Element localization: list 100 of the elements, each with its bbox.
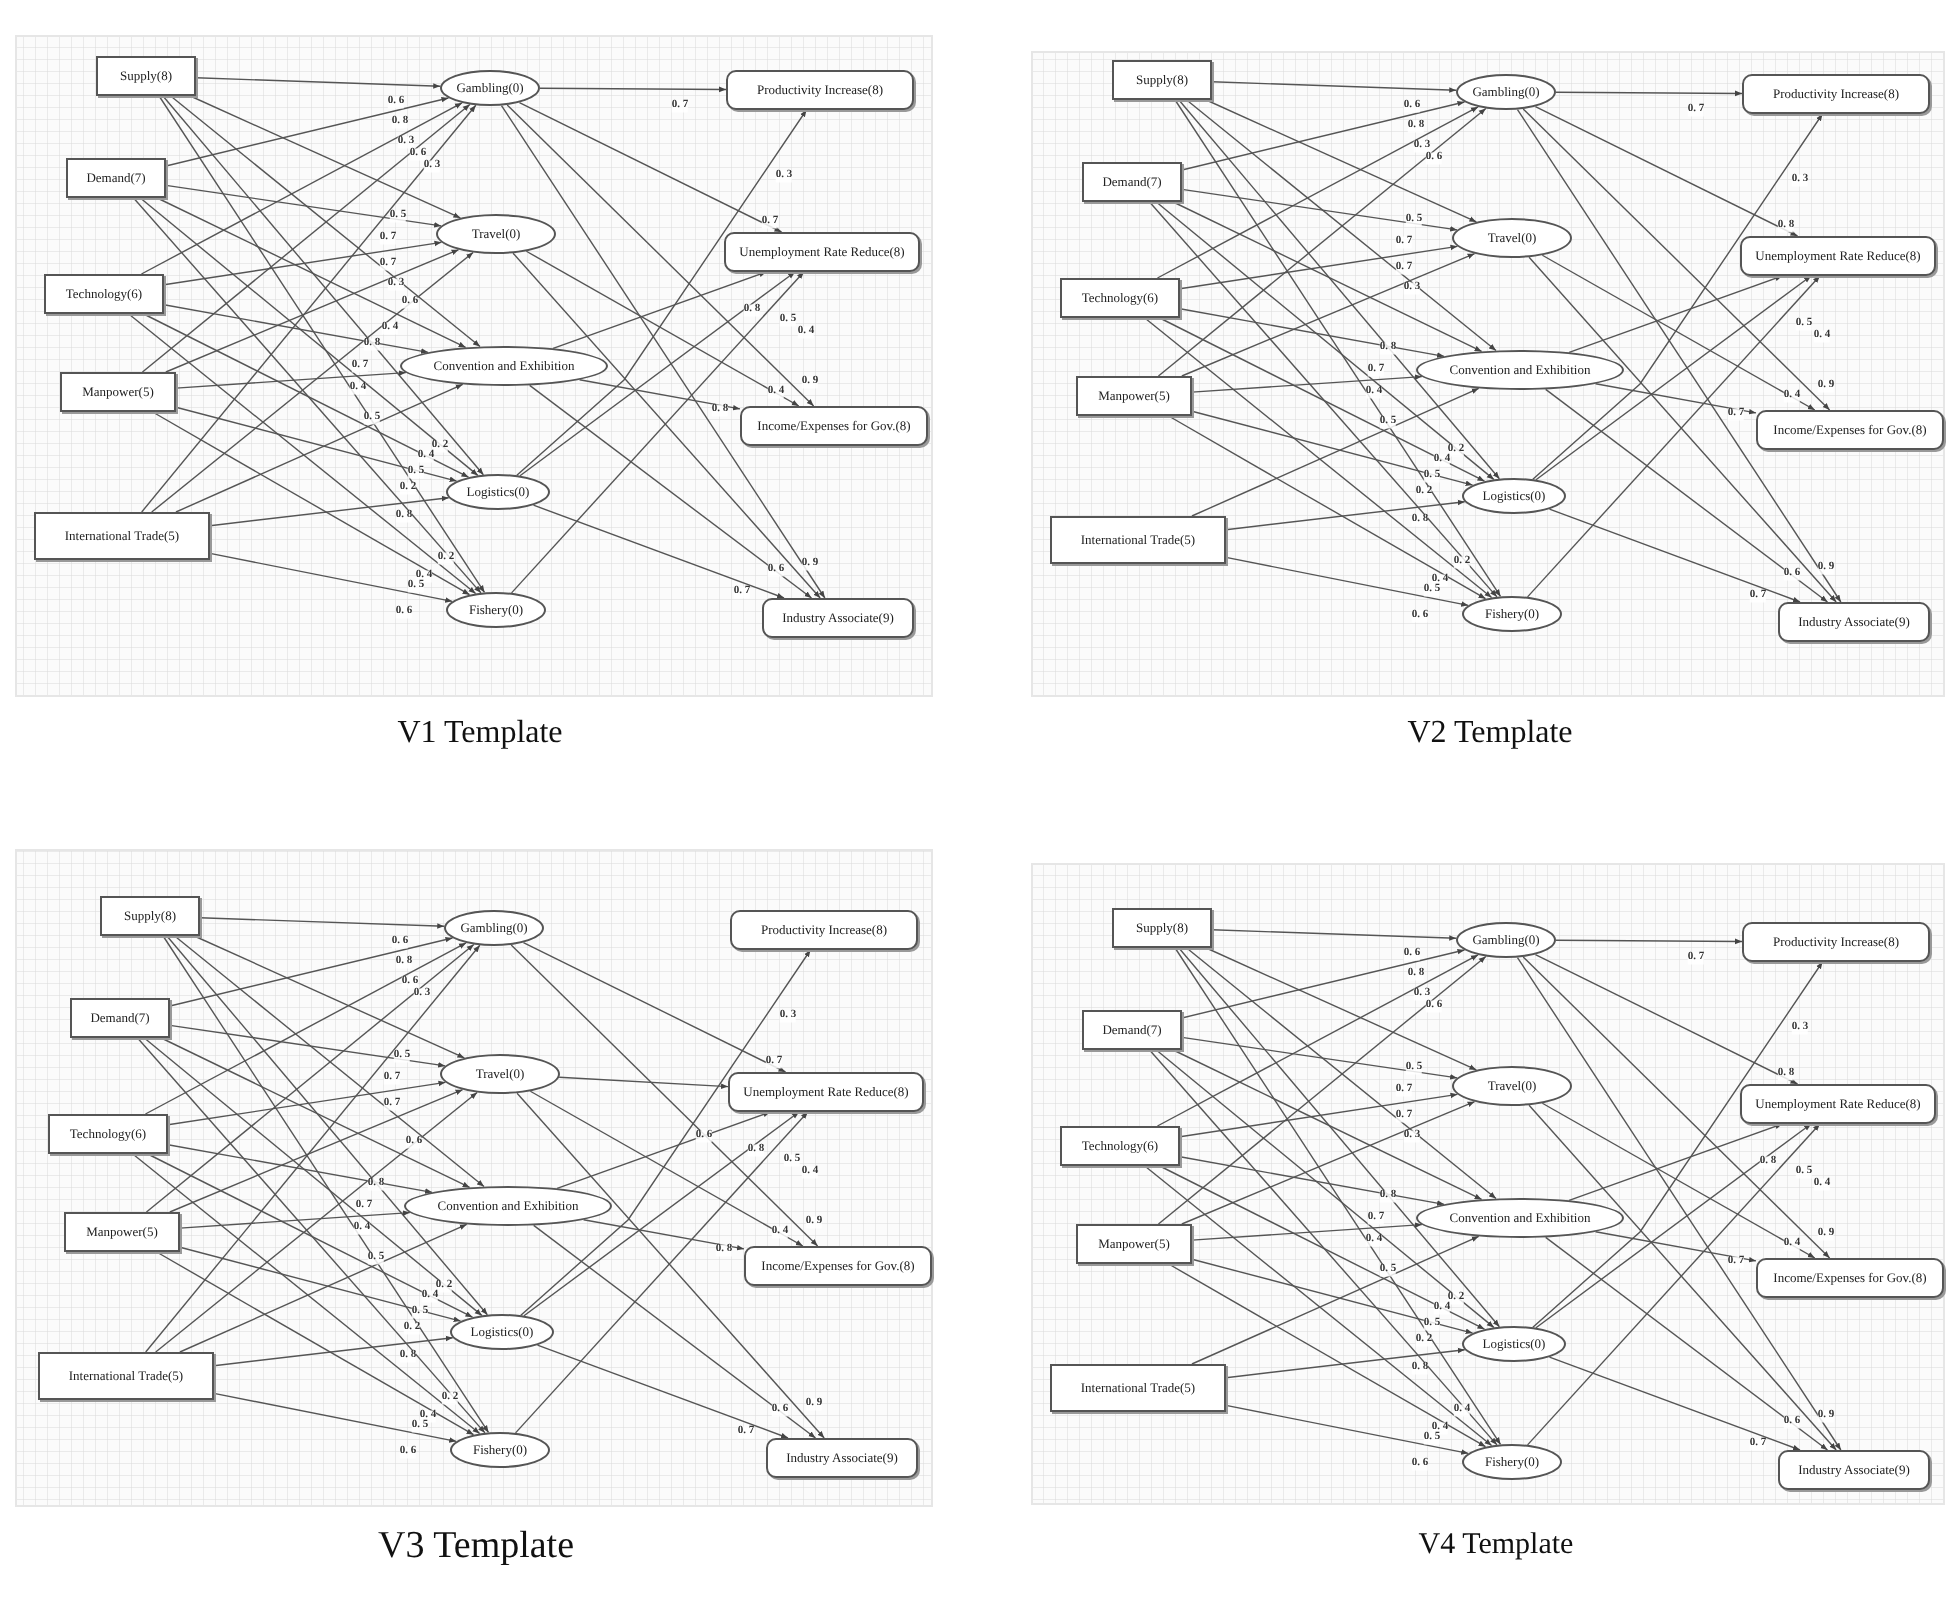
arrow bbox=[1144, 317, 1493, 599]
arrow bbox=[1172, 1049, 1483, 1201]
arrow bbox=[1186, 99, 1497, 352]
arrow bbox=[1144, 1165, 1493, 1447]
arrow bbox=[1545, 388, 1829, 603]
arrow bbox=[1535, 275, 1812, 481]
arrow bbox=[156, 197, 467, 349]
arrow bbox=[1159, 317, 1486, 482]
arrow bbox=[145, 943, 475, 1213]
arrow bbox=[1555, 90, 1743, 97]
arrow bbox=[1157, 107, 1487, 377]
arrow bbox=[1568, 1123, 1783, 1202]
arrow bbox=[1594, 1231, 1757, 1263]
arrow bbox=[213, 1335, 454, 1367]
arrow bbox=[167, 1080, 447, 1126]
arrow bbox=[1535, 1123, 1812, 1329]
arrow bbox=[213, 1392, 457, 1443]
arrow bbox=[520, 949, 812, 1316]
arrow bbox=[525, 250, 800, 407]
arrow bbox=[169, 936, 454, 1007]
arrow bbox=[1191, 1235, 1480, 1365]
arrow bbox=[141, 103, 471, 373]
arrow bbox=[139, 197, 479, 477]
arrow bbox=[1181, 1036, 1458, 1080]
arrow bbox=[1191, 1222, 1423, 1241]
arrow bbox=[1191, 410, 1474, 487]
arrow bbox=[193, 935, 466, 1059]
arrow bbox=[151, 251, 474, 513]
arrow bbox=[169, 1024, 446, 1068]
arrow bbox=[1181, 188, 1458, 232]
arrow bbox=[556, 1111, 771, 1190]
arrow bbox=[1191, 1258, 1474, 1335]
arrow bbox=[165, 248, 460, 373]
arrow bbox=[1541, 1102, 1816, 1259]
arrow bbox=[209, 552, 453, 603]
arrow bbox=[145, 944, 481, 1353]
arrow bbox=[1181, 100, 1466, 171]
arrow bbox=[1516, 108, 1842, 603]
arrow bbox=[1179, 308, 1445, 358]
arrow bbox=[1179, 244, 1459, 290]
arrow bbox=[144, 942, 467, 1115]
arrow bbox=[174, 935, 485, 1188]
arrow bbox=[1148, 201, 1498, 598]
arrow bbox=[1594, 383, 1757, 415]
arrow bbox=[156, 1251, 475, 1436]
arrow bbox=[162, 95, 485, 476]
arrow bbox=[516, 109, 808, 476]
arrow bbox=[165, 96, 450, 167]
arrow bbox=[136, 1037, 486, 1434]
figure-caption: V2 Template bbox=[1407, 718, 1573, 750]
arrow bbox=[175, 370, 407, 389]
arrow bbox=[1205, 99, 1478, 223]
arrow bbox=[1225, 499, 1466, 531]
arrow bbox=[167, 1144, 433, 1194]
arrow bbox=[578, 379, 741, 411]
arrow bbox=[128, 313, 477, 595]
arrow bbox=[1155, 201, 1495, 481]
arrow bbox=[158, 95, 486, 594]
arrow bbox=[1168, 1263, 1487, 1448]
arrow bbox=[163, 240, 443, 286]
arrow bbox=[1181, 948, 1466, 1019]
arrow bbox=[1555, 938, 1743, 945]
arrow bbox=[533, 1224, 817, 1439]
arrow bbox=[1205, 947, 1478, 1071]
arrow bbox=[1522, 108, 1831, 411]
arrow bbox=[1516, 956, 1842, 1451]
arrow bbox=[1568, 275, 1783, 354]
arrow bbox=[1186, 947, 1497, 1200]
arrow bbox=[1225, 1404, 1469, 1455]
arrow bbox=[1532, 961, 1824, 1328]
arrow bbox=[1156, 106, 1479, 279]
arrow bbox=[1159, 1165, 1486, 1330]
arrow bbox=[141, 104, 477, 513]
arrow bbox=[209, 495, 450, 527]
arrow bbox=[147, 1153, 474, 1318]
arrow bbox=[1545, 1236, 1829, 1451]
arrow bbox=[1172, 201, 1483, 353]
arrow bbox=[143, 1037, 483, 1317]
arrow bbox=[1178, 99, 1501, 480]
figure-caption: V1 Template bbox=[397, 718, 563, 750]
arrow bbox=[140, 102, 463, 275]
arrow bbox=[1148, 1049, 1498, 1446]
figure-caption: V4 Template bbox=[1418, 1531, 1574, 1561]
arrow bbox=[1174, 947, 1502, 1446]
arrow bbox=[165, 184, 442, 228]
arrow bbox=[582, 1219, 745, 1251]
arrow bbox=[175, 383, 464, 513]
arrow bbox=[1522, 956, 1831, 1259]
arrow bbox=[1191, 387, 1480, 517]
arrow bbox=[1532, 113, 1824, 480]
arrow bbox=[132, 197, 482, 594]
arrow bbox=[1211, 929, 1457, 941]
arrow bbox=[1181, 1100, 1476, 1225]
arrow bbox=[1541, 254, 1816, 411]
arrow bbox=[179, 1246, 462, 1323]
arrow bbox=[506, 104, 815, 407]
arrow bbox=[1179, 1156, 1445, 1206]
arrow bbox=[179, 1210, 411, 1229]
arrow bbox=[510, 944, 819, 1247]
arrow bbox=[1181, 252, 1476, 377]
